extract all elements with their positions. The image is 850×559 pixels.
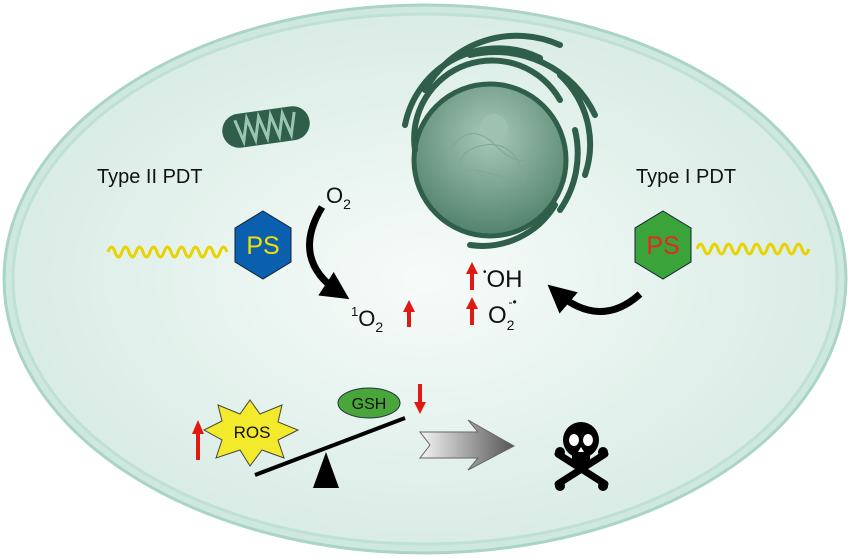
ps-label: PS xyxy=(646,232,679,260)
mitochondrion xyxy=(222,106,310,148)
gsh-ellipse xyxy=(337,387,401,419)
superoxide-label: O2-• xyxy=(488,295,517,333)
oxygen-label: O2 xyxy=(326,183,351,212)
type-i-pdt-label: Type I PDT xyxy=(636,166,736,188)
increase-arrow-icon xyxy=(466,297,478,325)
decrease-arrow-icon xyxy=(414,384,426,414)
hydroxyl-radical-label: •OH xyxy=(483,266,523,293)
ros-label: ROS xyxy=(234,423,271,442)
endoplasmic-reticulum xyxy=(402,32,598,249)
photosensitizer-type-i: PS xyxy=(634,210,692,280)
increase-arrow-icon xyxy=(466,262,478,290)
light-wave-right xyxy=(695,242,811,256)
curved-arrow-type-i xyxy=(547,284,643,315)
skull-crossbones-icon xyxy=(554,422,609,491)
gsh-label: GSH xyxy=(352,396,387,413)
seesaw-fulcrum xyxy=(313,452,339,488)
ps-label: PS xyxy=(246,232,279,260)
seesaw-beam xyxy=(254,416,406,477)
type-ii-pdt-label: Type II PDT xyxy=(97,166,203,188)
progression-arrow xyxy=(418,419,516,471)
cell-membrane xyxy=(2,3,848,555)
increase-arrow-icon xyxy=(192,420,204,460)
singlet-oxygen-label: 1O2 xyxy=(351,304,383,335)
ros-burst xyxy=(202,399,300,467)
nucleus xyxy=(411,81,569,239)
photosensitizer-type-ii: PS xyxy=(234,210,292,280)
increase-arrow-icon xyxy=(403,300,415,327)
light-wave-left xyxy=(106,245,229,259)
curved-arrow-type-ii xyxy=(306,205,350,300)
